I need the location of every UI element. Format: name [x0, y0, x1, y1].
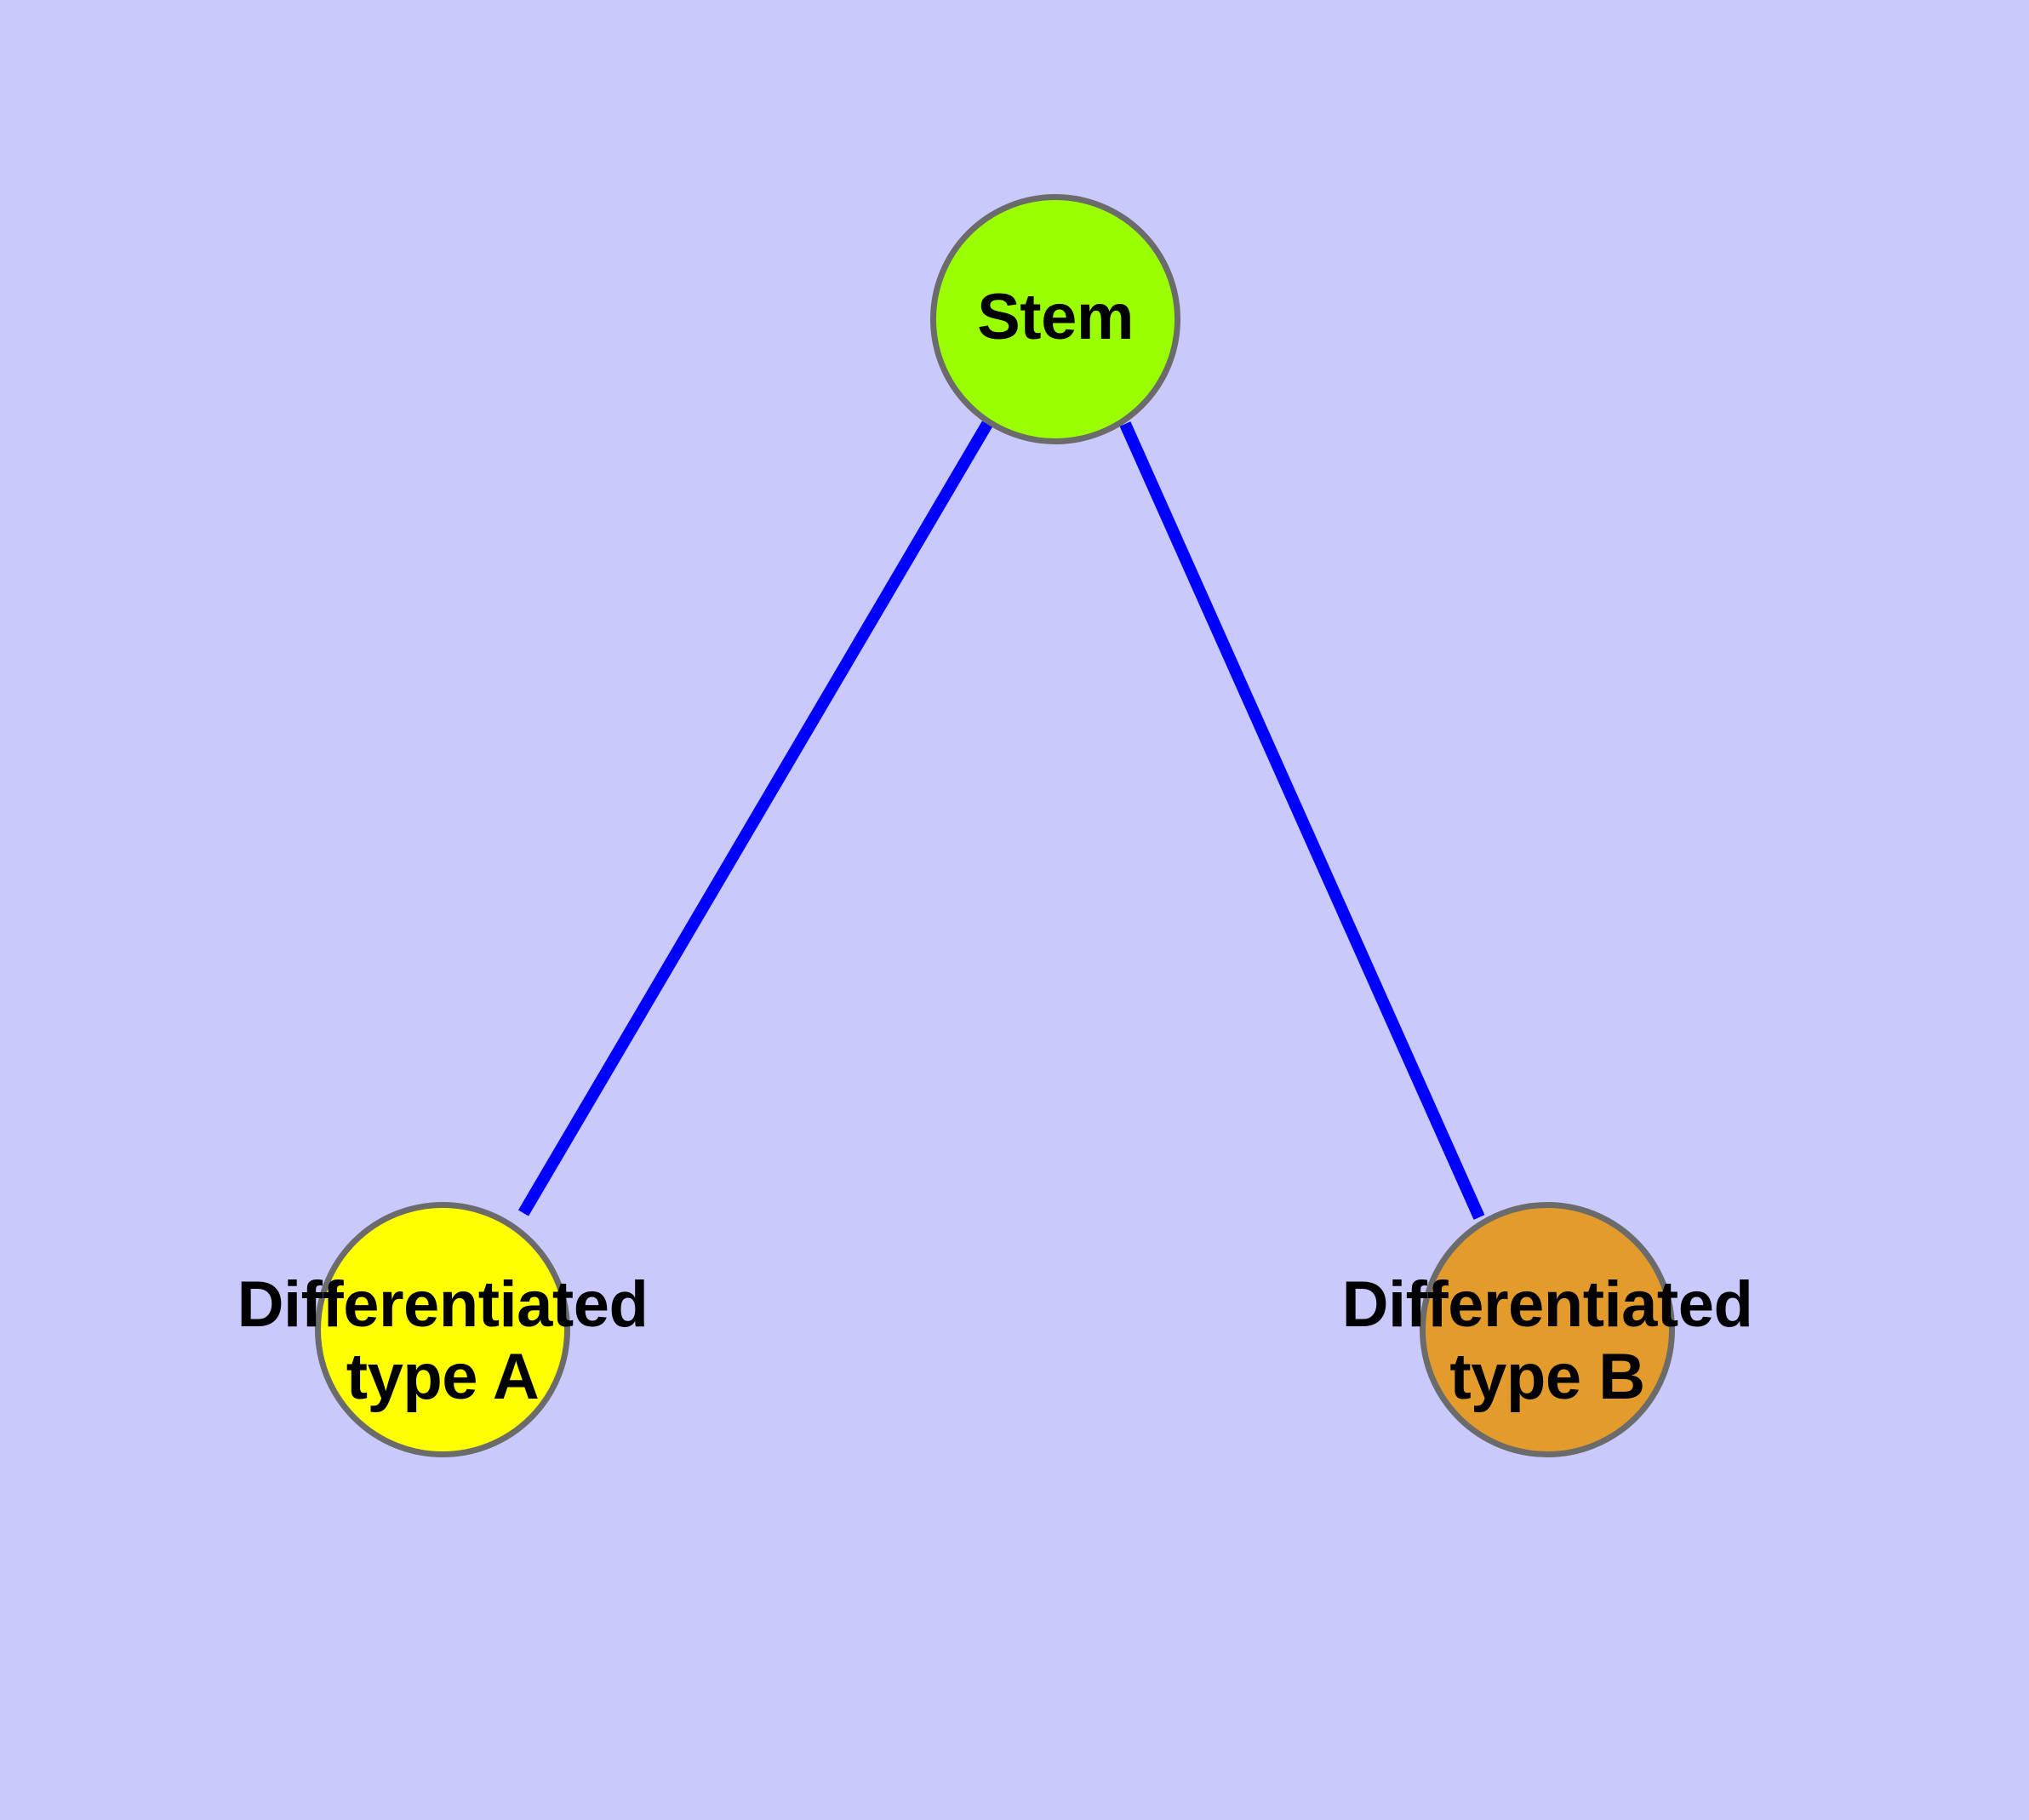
- node-differentiated-type-b[interactable]: [1420, 1202, 1675, 1457]
- edge-stem-to-differentiated-type-a: [517, 421, 993, 1216]
- node-differentiated-type-a[interactable]: [315, 1202, 570, 1457]
- node-stem[interactable]: [930, 194, 1180, 444]
- edge-stem-to-differentiated-type-b: [1119, 421, 1485, 1220]
